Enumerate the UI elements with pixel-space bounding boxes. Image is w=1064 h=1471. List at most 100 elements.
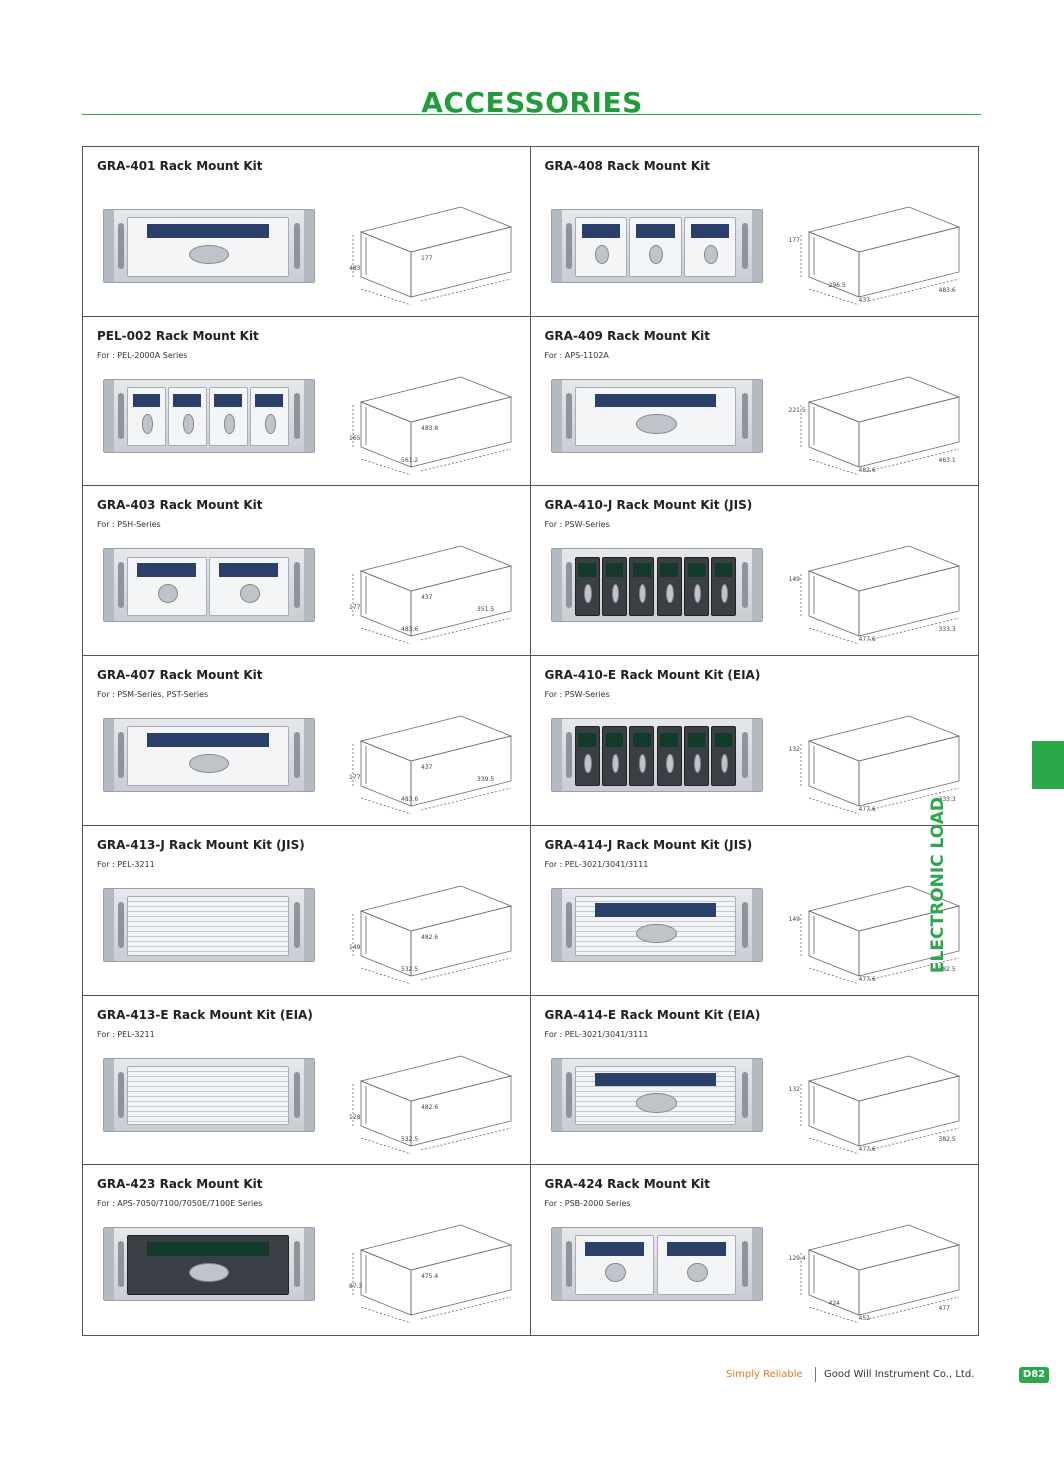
rack-ear [118,562,124,609]
control-knob [720,753,729,774]
control-knob [666,753,674,774]
dimension-label: 477.6 [858,806,876,814]
display-screen [605,563,624,578]
rack-kit-outline [800,376,960,476]
control-knob [188,753,230,774]
product-title: GRA-407 Rack Mount Kit [97,668,263,683]
instrument-unit [629,556,655,617]
product-photo [550,887,763,962]
control-knob [666,584,674,604]
display-screen [214,393,243,408]
control-knob [157,584,179,604]
product-title: GRA-409 Rack Mount Kit [544,328,711,343]
rack-ear [304,888,314,961]
display-screen [687,563,706,578]
display-screen [578,563,596,578]
dimension-label: 437 [858,297,870,304]
instrument-unit [629,726,655,786]
rack-ear [565,901,572,948]
rack-ear [118,901,124,948]
instrument-unit [683,217,737,277]
product-photo [103,887,315,962]
rack-ear [104,210,114,282]
rack-ear [751,888,762,961]
product-title: GRA-414-E Rack Mount Kit (EIA) [544,1007,761,1022]
rack-ear [751,549,762,622]
display-screen [594,1072,717,1087]
control-knob [239,584,261,604]
dimension-label: 177 [421,255,433,262]
product-title: GRA-410-E Rack Mount Kit (EIA) [544,668,761,683]
dimension-label: 452 [858,1315,870,1323]
instrument-unit [127,726,289,786]
footer-company: Good Will Instrument Co., Ltd. [824,1369,975,1380]
control-knob [605,1262,626,1283]
dimension-label: 132 [788,1085,800,1093]
rack-ear [304,1228,314,1301]
rack-ear [751,210,762,282]
instrument-unit [601,556,627,617]
dimension-label: 532.5 [401,1135,419,1143]
rack-kit-outline [800,715,960,815]
rack-kit-outline [352,715,513,815]
rack-ear [565,222,572,270]
display-screen [690,223,730,238]
control-knob [636,1093,677,1113]
product-compatibility: For : PSW-Series [544,520,610,530]
display-screen [147,733,269,747]
product-title: GRA-413-E Rack Mount Kit (EIA) [97,1007,313,1022]
product-compatibility: For : PEL-3211 [97,1029,155,1039]
control-knob [636,414,677,434]
rack-ear [118,222,124,270]
display-screen [147,1242,269,1257]
dimension-label: 463.1 [938,456,956,464]
instrument-unit [656,556,682,617]
display-screen [636,223,675,238]
dimension-label: 132 [788,746,800,754]
instrument-unit [601,726,627,786]
dimension-label: 333.3 [938,626,956,634]
dimension-label: 482.6 [421,933,439,941]
rack-kit-outline [800,1055,960,1154]
rack-ear [294,562,300,609]
product-photo [103,378,315,453]
instrument-unit [209,386,248,447]
rack-ear [565,732,572,779]
rack-ear [551,888,562,961]
dimension-label: 129.4 [788,1255,806,1263]
rack-kit-outline [352,885,513,985]
rack-ear [304,379,314,452]
product-cell: GRA-413-E Rack Mount Kit (EIA) For : PEL-… [83,995,531,1166]
rack-ear [304,719,314,792]
rack-ear [304,1058,314,1131]
control-knob [183,414,194,434]
display-screen [714,563,733,578]
product-cell: GRA-414-E Rack Mount Kit (EIA)For : PEL-… [530,996,978,1166]
rack-ear [751,379,762,452]
product-photo [103,1227,315,1302]
rack-ear [741,392,748,439]
product-photo [550,1227,763,1302]
footer-separator [815,1367,816,1382]
rack-ear [751,719,762,792]
control-knob [649,244,664,264]
instrument-unit [574,1065,737,1126]
dimension-label: 483 [349,265,361,272]
control-knob [703,244,719,264]
display-screen [137,563,197,578]
rack-ear [104,1058,114,1131]
display-screen [687,733,706,747]
instrument-unit [574,1235,655,1296]
display-screen [660,733,678,747]
